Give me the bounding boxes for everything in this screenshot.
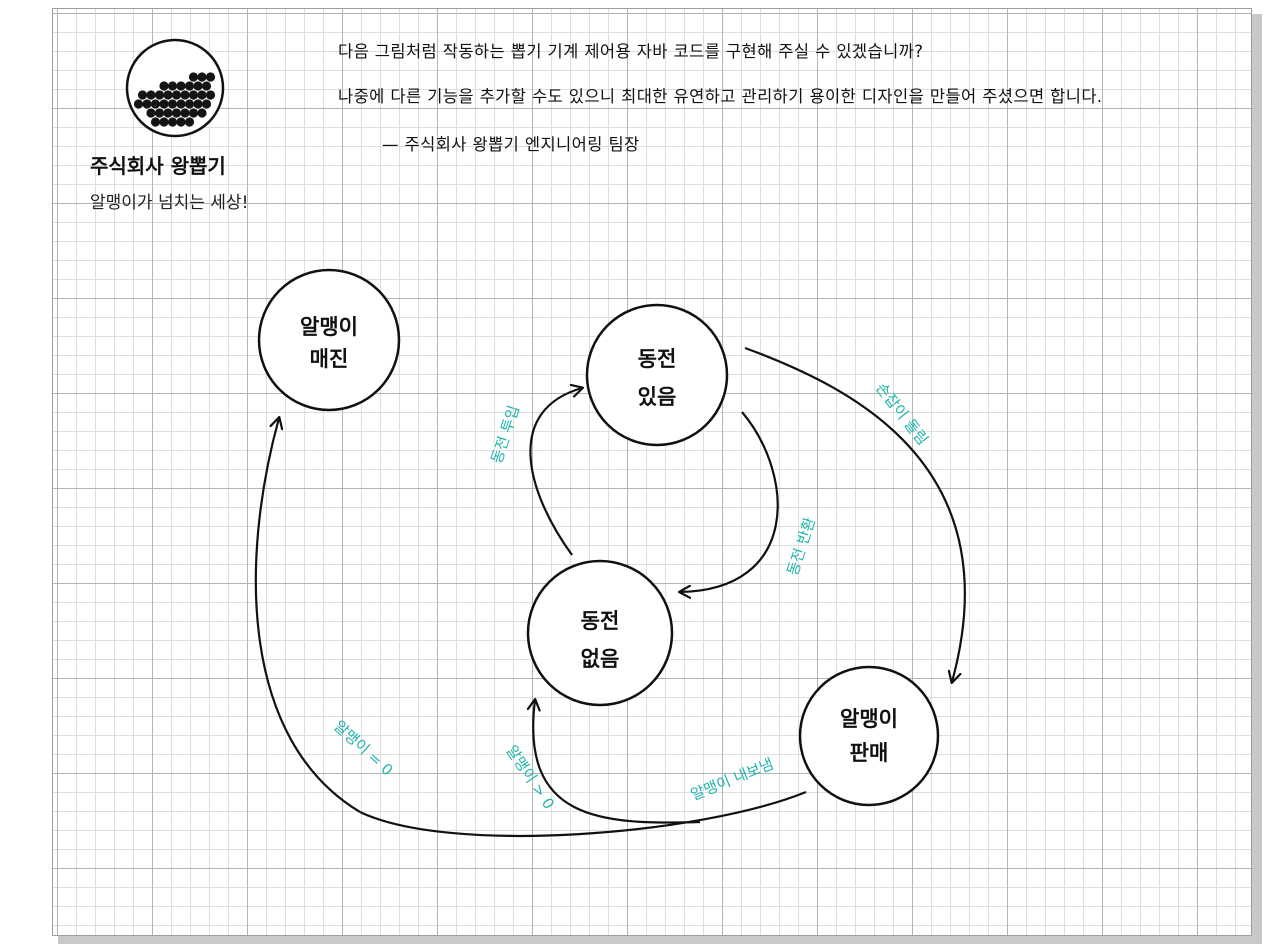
label-dispense: 알맹이 내보냄 xyxy=(688,755,776,804)
state-has-quarter: 동전 있음 xyxy=(585,303,729,447)
arrow-gumballs-more xyxy=(533,700,701,824)
label-gumballs-zero: 알맹이 = 0 xyxy=(330,717,396,779)
state-sold: 알맹이 판매 xyxy=(798,665,940,807)
arrow-gumballs-zero xyxy=(254,418,361,813)
arrow-dispense-base xyxy=(359,790,807,837)
state-has-quarter-line2: 있음 xyxy=(638,385,677,409)
company-name: 주식회사 왕뽑기 xyxy=(90,154,226,178)
state-sold-out: 알맹이 매진 xyxy=(257,268,401,412)
state-sold-out-line1: 알맹이 xyxy=(300,315,358,339)
arrow-insert-quarter xyxy=(529,388,582,556)
state-no-quarter-line2: 없음 xyxy=(581,647,620,671)
company-slogan: 알맹이가 넘치는 세상! xyxy=(90,193,249,213)
label-gumballs-more: 알맹이 > 0 xyxy=(502,742,558,813)
arrow-turn-crank xyxy=(744,346,966,682)
request-signature: — 주식회사 왕뽑기 엔지니어링 팀장 xyxy=(382,135,640,154)
state-sold-line1: 알맹이 xyxy=(840,707,898,731)
state-no-quarter-line1: 동전 xyxy=(581,609,620,633)
state-sold-line2: 판매 xyxy=(850,741,889,765)
graph-paper xyxy=(52,8,1252,936)
label-insert-quarter: 동전 투입 xyxy=(487,403,523,466)
state-no-quarter: 동전 없음 xyxy=(526,559,674,707)
state-has-quarter-line1: 동전 xyxy=(638,347,677,371)
request-line-2: 나중에 다른 기능을 추가할 수도 있으니 최대한 유연하고 관리하기 용이한 … xyxy=(338,87,1103,106)
state-sold-out-line2: 매진 xyxy=(310,347,349,371)
arrow-eject-quarter xyxy=(680,411,779,592)
request-line-1: 다음 그림처럼 작동하는 뽑기 기계 제어용 자바 코드를 구현해 주실 수 있… xyxy=(338,42,924,61)
label-eject-quarter: 동전 반환 xyxy=(783,515,819,578)
